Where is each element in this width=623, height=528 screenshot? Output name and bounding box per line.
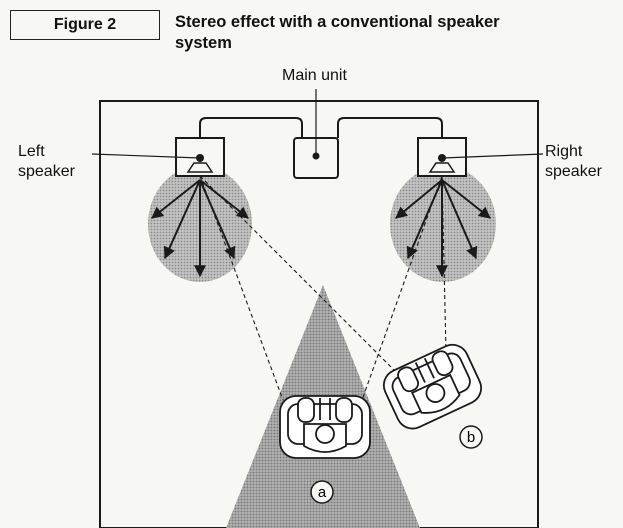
position-b-marker: b (459, 425, 483, 449)
figure-number: Figure 2 (53, 16, 117, 33)
figure-title: Stereo effect with a conventional speake… (175, 13, 500, 52)
wire-left (199, 117, 303, 138)
right-speaker-label: Right speaker (545, 143, 602, 180)
listener-b-icon (382, 343, 483, 430)
left-speaker-leader (91, 153, 201, 159)
sound-paths (199, 175, 447, 401)
main-unit-label: Main unit (282, 67, 347, 84)
left-speaker-label: Left speaker (18, 143, 75, 180)
position-b-label: b (467, 429, 475, 446)
position-a-label: a (318, 484, 327, 501)
right-speaker-leader (441, 153, 544, 159)
position-a-marker: a (310, 480, 334, 504)
figure-number-box: Figure 2 (10, 10, 160, 40)
room-outline (99, 100, 539, 528)
left-speaker-arrows (151, 179, 249, 278)
listener-a-icon (279, 395, 371, 459)
wire-right (337, 117, 443, 138)
